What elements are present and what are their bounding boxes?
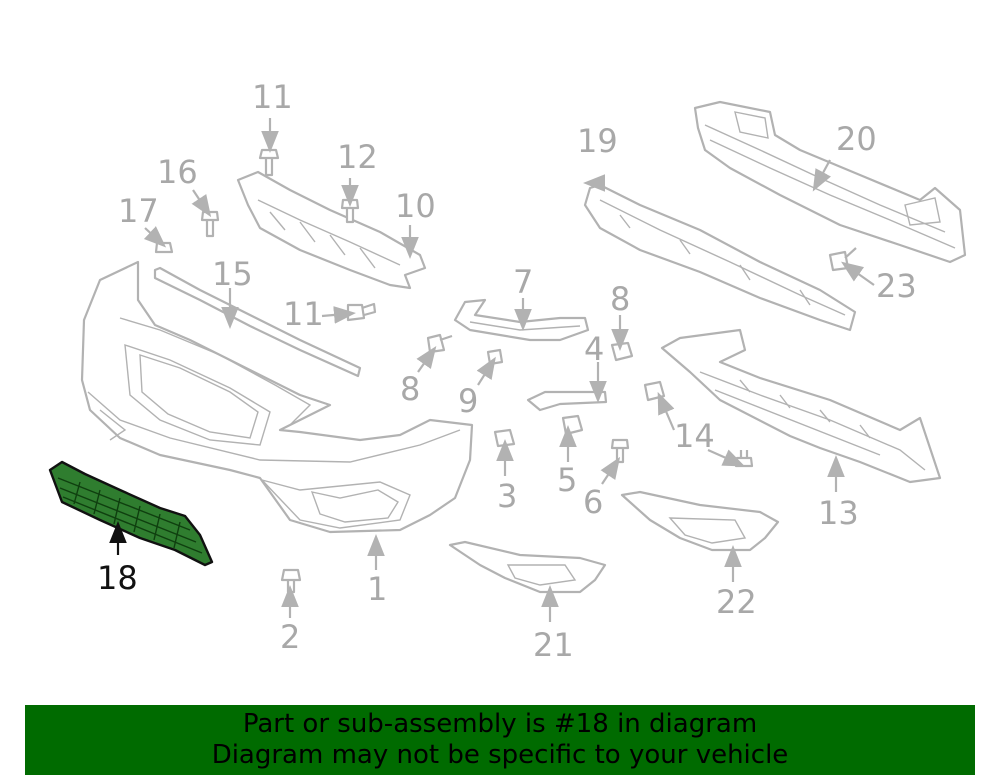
callout-16: 16 bbox=[157, 153, 198, 191]
notice-banner: Part or sub-assembly is #18 in diagram D… bbox=[25, 705, 975, 775]
callout-15: 15 bbox=[212, 255, 253, 293]
callout-1: 1 bbox=[367, 570, 387, 608]
callout-12: 12 bbox=[337, 138, 378, 176]
callout-18-highlighted: 18 bbox=[97, 559, 138, 597]
notice-line-2: Diagram may not be specific to your vehi… bbox=[211, 740, 789, 770]
bumper-cover-part-1 bbox=[80, 260, 474, 534]
notice-line-1: Part or sub-assembly is #18 in diagram bbox=[242, 709, 758, 739]
callout-6: 6 bbox=[583, 483, 603, 521]
callout-13: 13 bbox=[818, 494, 859, 532]
callout-4: 4 bbox=[584, 330, 604, 368]
parts-diagram: 11 12 16 17 10 15 11 19 20 23 7 8 4 8 9 … bbox=[48, 78, 967, 664]
fog-bezel-part-19 bbox=[448, 540, 607, 594]
fog-bezel-part-20 bbox=[620, 490, 780, 552]
callout-10: 10 bbox=[395, 187, 436, 225]
callout-14: 14 bbox=[674, 417, 715, 455]
callout-labels: 11 12 16 17 10 15 11 19 20 23 7 8 4 8 9 … bbox=[97, 78, 917, 664]
splash-shield-part-13 bbox=[660, 328, 942, 484]
reinforcement-beam-part-22 bbox=[693, 100, 967, 264]
upper-bracket-part-10 bbox=[236, 170, 427, 290]
leader-lines bbox=[109, 118, 875, 622]
callout-8-left: 8 bbox=[400, 370, 420, 408]
callout-17: 17 bbox=[118, 192, 159, 230]
bracket-part-4 bbox=[526, 390, 608, 412]
lower-grille-part-18 bbox=[48, 460, 214, 567]
callout-22: 20 bbox=[836, 120, 877, 158]
callout-20: 22 bbox=[716, 583, 757, 621]
callout-5: 5 bbox=[557, 461, 577, 499]
callout-21: 19 bbox=[577, 122, 618, 160]
energy-absorber-part-21 bbox=[583, 183, 857, 332]
bracket-part-7 bbox=[453, 298, 590, 342]
callout-8-right: 8 bbox=[610, 280, 630, 318]
callout-3: 3 bbox=[497, 477, 517, 515]
callout-23: 23 bbox=[876, 267, 917, 305]
molding-strip-part-15 bbox=[153, 266, 362, 378]
callout-9: 9 bbox=[458, 382, 478, 420]
callout-11-mid: 11 bbox=[283, 295, 324, 333]
callout-2: 2 bbox=[280, 618, 300, 656]
callout-7: 7 bbox=[513, 263, 533, 301]
callout-11-top: 11 bbox=[252, 78, 293, 116]
callout-19: 21 bbox=[533, 626, 574, 664]
